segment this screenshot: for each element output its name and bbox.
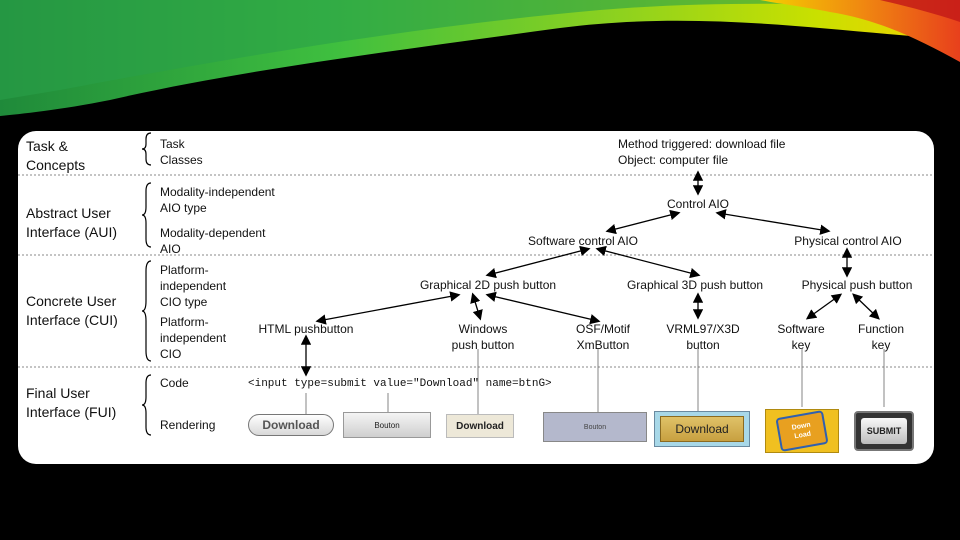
sublevel-rendering: Rendering (160, 418, 216, 432)
rendering-html-label: Download (262, 418, 320, 432)
arrow-software-3d (595, 245, 701, 279)
node-graphical-3d: Graphical 3D push button (626, 278, 764, 292)
sublevel-task-classes: Task Classes (160, 137, 203, 167)
arrow-software-2d (485, 245, 591, 279)
rendering-html-button: Download (248, 414, 334, 436)
node-vrml: VRML97/X3D button (666, 322, 740, 352)
rendering-windows-label: Bouton (374, 420, 400, 430)
braces (141, 132, 152, 436)
diagram-card: Task & Concepts Abstract User Interface … (18, 131, 934, 464)
rendering-submit-cap: SUBMIT (861, 418, 907, 444)
arrow-push-software-key (805, 293, 843, 320)
level-aui: Abstract User Interface (AUI) (26, 205, 118, 240)
arrow-control-software (605, 209, 681, 235)
rendering-vrml-button: Download (654, 411, 750, 447)
node-software-key: Software key (777, 322, 825, 352)
rendering-software-key: Down Load (765, 409, 839, 453)
level-fui: Final User Interface (FUI) (26, 385, 117, 420)
sublevel-cui-type: Platform- independent CIO type (160, 263, 227, 309)
arrow-control-physical (715, 209, 831, 235)
sublevel-aui-independent: Modality-independent AIO type (160, 185, 275, 215)
node-html-pushbutton: HTML pushbutton (258, 322, 354, 336)
node-control-aio: Control AIO (666, 197, 730, 211)
level-cui: Concrete User Interface (CUI) (26, 293, 118, 328)
node-function-key: Function key (857, 322, 905, 352)
rendering-motif-button: Bouton (543, 412, 647, 442)
rendering-motif-label: Bouton (583, 423, 607, 431)
node-physical-push: Physical push button (801, 278, 913, 292)
node-method-object: Method triggered: download file Object: … (618, 137, 786, 167)
rendering-web-button: Download (446, 414, 514, 438)
decorative-banner (0, 0, 960, 116)
rendering-vrml-label: Download (675, 422, 729, 436)
node-software-control-aio: Software control AIO (527, 234, 639, 248)
level-task-concepts: Task & Concepts (26, 138, 86, 173)
rendering-submit-key: SUBMIT (854, 411, 914, 451)
sublevel-code: Code (160, 376, 189, 390)
node-osf-motif: OSF/Motif XmButton (575, 322, 630, 352)
arrow-2d-html (315, 291, 461, 325)
node-graphical-2d: Graphical 2D push button (419, 278, 557, 292)
arrow-2d-windows (470, 292, 483, 321)
arrow-2d-motif (485, 291, 601, 325)
node-physical-control-aio: Physical control AIO (794, 234, 902, 248)
sublevel-cui-cio: Platform- independent CIO (160, 315, 227, 361)
arrow-push-function-key (852, 293, 880, 320)
rendering-web-label: Download (456, 420, 504, 432)
code-input-tag: <input type=submit value="Download" name… (248, 378, 552, 390)
rendering-windows-button: Bouton (343, 412, 431, 438)
rendering-vrml-3d-block: Download (660, 416, 744, 442)
sublevel-aui-dependent: Modality-dependent AIO (160, 226, 266, 256)
node-windows-push: Windows push button (451, 322, 515, 352)
rendering-software-key-cap: Down Load (775, 410, 829, 452)
